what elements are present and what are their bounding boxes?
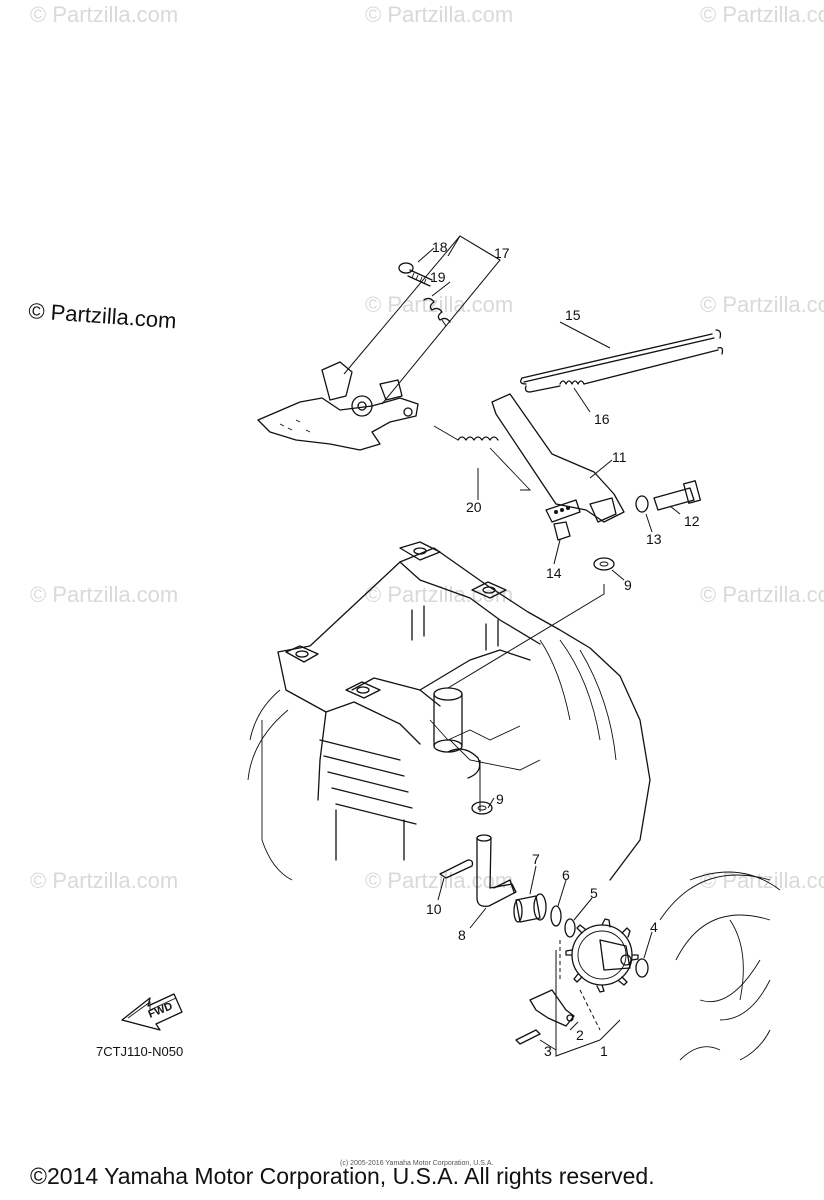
watermark: © Partzilla.com — [365, 582, 513, 607]
watermark: © Partzilla.com — [700, 292, 824, 317]
callout-17[interactable]: 17 — [494, 245, 510, 261]
spring-19 — [423, 297, 451, 327]
callout-14[interactable]: 14 — [546, 565, 562, 581]
callout-15[interactable]: 15 — [565, 307, 581, 323]
callout-12[interactable]: 12 — [684, 513, 700, 529]
shaft-8 — [476, 834, 517, 907]
watermark: © Partzilla.com — [365, 868, 513, 893]
washer-9-lower — [471, 801, 493, 815]
diagram-code: 7CTJ110-N050 — [96, 1044, 183, 1059]
callout-2[interactable]: 2 — [576, 1027, 584, 1043]
rods-15-16 — [520, 329, 724, 393]
callout-11[interactable]: 11 — [612, 449, 627, 465]
washer-6 — [550, 905, 562, 927]
callout-20[interactable]: 20 — [466, 499, 482, 515]
callout-6[interactable]: 6 — [562, 867, 570, 883]
bushing-7 — [513, 893, 547, 923]
callout-4[interactable]: 4 — [650, 919, 658, 935]
watermark: © Partzilla.com — [365, 292, 513, 317]
engine-block — [247, 541, 651, 881]
watermark: © Partzilla.com — [30, 582, 178, 607]
callout-5[interactable]: 5 — [590, 885, 598, 901]
washer-9-top — [593, 557, 615, 571]
bolt-12-washer-13 — [635, 480, 702, 513]
callouts: 18 17 19 15 16 11 12 13 20 14 9 9 7 6 5 … — [426, 239, 700, 1059]
clip-14 — [553, 521, 571, 541]
callout-8[interactable]: 8 — [458, 927, 466, 943]
leader-11-boss — [447, 584, 605, 689]
leader-lines — [343, 235, 681, 1057]
callout-3[interactable]: 3 — [544, 1043, 552, 1059]
watermark: © Partzilla.com — [365, 2, 513, 27]
bolt-18 — [398, 262, 433, 287]
partzilla-watermark: © Partzilla.com — [28, 298, 178, 333]
callout-19[interactable]: 19 — [430, 269, 446, 285]
watermark: © Partzilla.com — [700, 868, 824, 893]
ring-5 — [564, 918, 576, 938]
footer-copyright: ©2014 Yamaha Motor Corporation, U.S.A. A… — [30, 1163, 655, 1189]
lever-bracket-assembly — [257, 361, 419, 451]
callout-10[interactable]: 10 — [426, 901, 442, 917]
fwd-arrow: FWD — [121, 993, 183, 1031]
watermark: © Partzilla.com — [700, 2, 824, 27]
callout-16[interactable]: 16 — [594, 411, 610, 427]
callout-1[interactable]: 1 — [600, 1043, 608, 1059]
callout-13[interactable]: 13 — [646, 531, 662, 547]
callout-7[interactable]: 7 — [532, 851, 540, 867]
pin-10 — [439, 859, 474, 879]
small-print: (c) 2005-2016 Yamaha Motor Corporation, … — [340, 1160, 494, 1167]
watermark: © Partzilla.com — [700, 582, 824, 607]
watermark: © Partzilla.com — [30, 868, 178, 893]
crankcase-right — [659, 871, 781, 1061]
callout-9-lower[interactable]: 9 — [496, 791, 504, 807]
watermark: © Partzilla.com — [30, 2, 178, 27]
governor-gear-1 — [565, 918, 639, 993]
washer-4 — [635, 958, 649, 978]
pin-3 — [515, 1029, 541, 1045]
bracket-2 — [529, 989, 575, 1027]
watermark-grid: © Partzilla.com © Partzilla.com © Partzi… — [30, 2, 824, 893]
callout-18[interactable]: 18 — [432, 239, 448, 255]
spring-20 — [433, 425, 532, 491]
lever-11 — [491, 393, 625, 523]
callout-9-top[interactable]: 9 — [624, 577, 632, 593]
